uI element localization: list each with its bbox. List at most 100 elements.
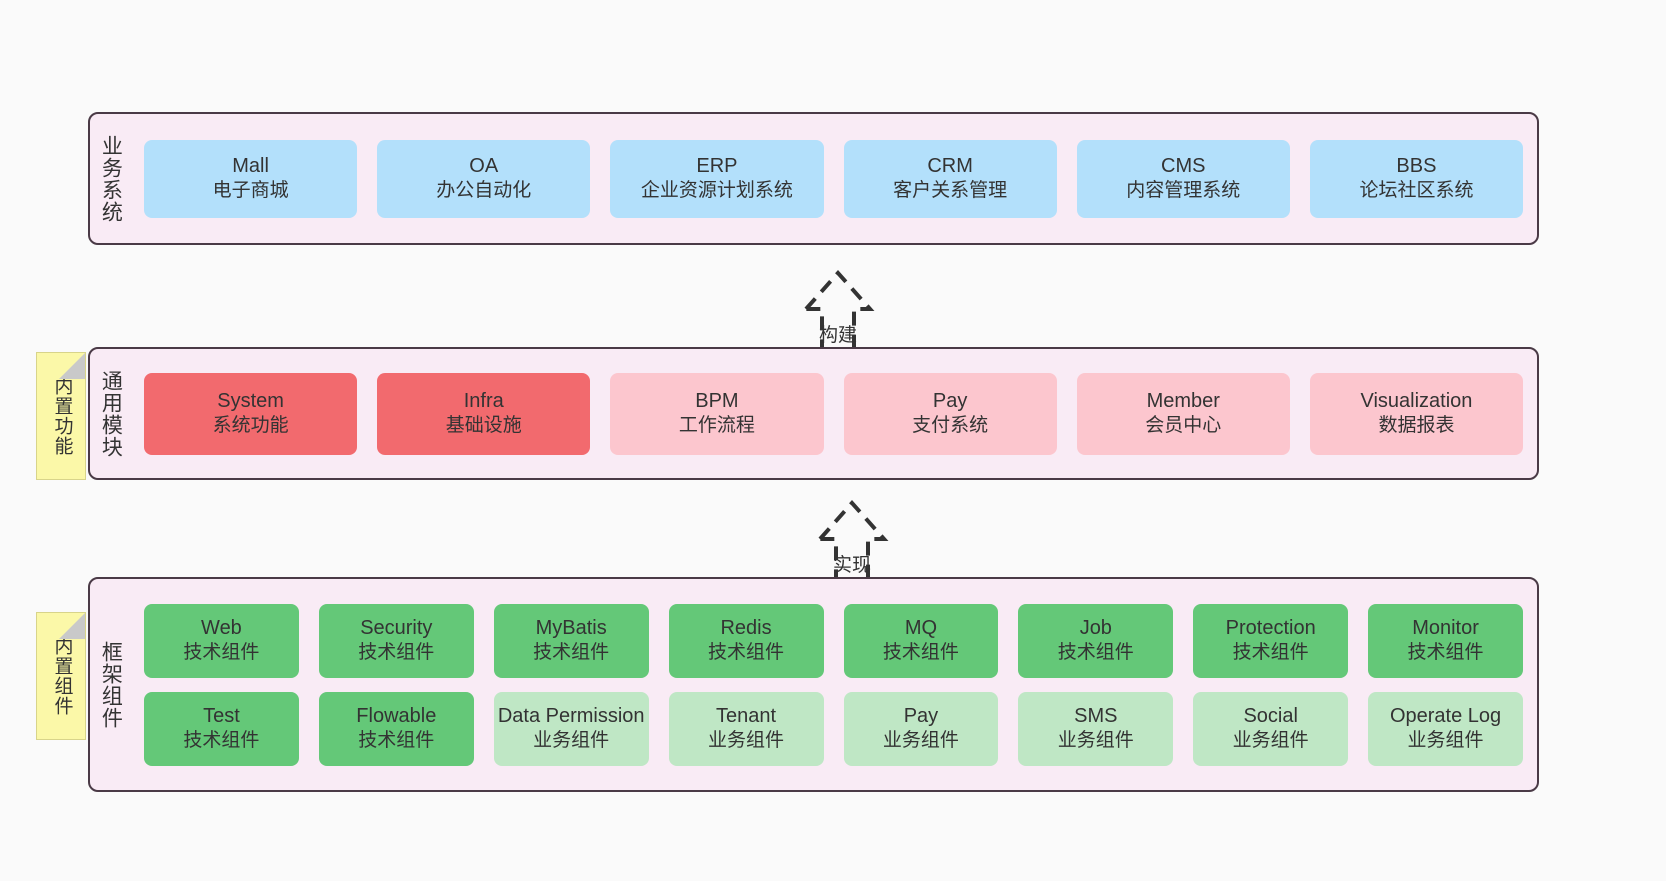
card-subtitle: 系统功能 [212, 415, 289, 437]
card-title: Test [203, 704, 240, 727]
card-pay[interactable]: Pay 支付系统 [843, 372, 1057, 455]
card-subtitle: 工作流程 [678, 415, 755, 437]
card-tenant[interactable]: Tenant 业务组件 [668, 691, 824, 766]
layer-framework-components: 框架组件 Web 技术组件 Security 技术组件 MyBatis 技术组件… [88, 577, 1539, 792]
card-subtitle: 技术组件 [1232, 642, 1309, 664]
card-title: Visualization [1360, 389, 1473, 412]
dashed-up-arrow-icon [815, 499, 889, 583]
card-subtitle: 会员中心 [1145, 415, 1222, 437]
card-title: Protection [1225, 616, 1316, 639]
card-system[interactable]: System 系统功能 [144, 372, 358, 455]
card-subtitle: 支付系统 [912, 415, 989, 437]
card-test[interactable]: Test 技术组件 [144, 691, 299, 766]
card-member[interactable]: Member 会员中心 [1076, 372, 1290, 455]
card-subtitle: 技术组件 [708, 642, 785, 664]
card-social[interactable]: Social 业务组件 [1193, 691, 1349, 766]
card-bbs[interactable]: BBS 论坛社区系统 [1309, 139, 1524, 218]
card-title: Mall [232, 154, 269, 177]
card-title: Tenant [716, 704, 777, 727]
card-mq[interactable]: MQ 技术组件 [843, 603, 999, 678]
card-operate-log[interactable]: Operate Log 业务组件 [1368, 691, 1523, 766]
card-job[interactable]: Job 技术组件 [1018, 603, 1174, 678]
card-subtitle: 技术组件 [183, 730, 260, 752]
card-oa[interactable]: OA 办公自动化 [377, 139, 591, 218]
card-subtitle: 企业资源计划系统 [640, 180, 793, 202]
card-title: Member [1146, 389, 1220, 412]
card-subtitle: 客户关系管理 [893, 180, 1008, 202]
sticky-note-label: 内置功能 [51, 376, 73, 456]
business-card-row: Mall 电子商城 OA 办公自动化 ERP 企业资源计划系统 CRM 客户关系… [144, 139, 1524, 218]
card-title: Monitor [1412, 616, 1479, 639]
layer-title-business: 业务系统 [99, 134, 123, 223]
layer-business-systems: 业务系统 Mall 电子商城 OA 办公自动化 ERP 企业资源计划系统 CRM… [88, 112, 1539, 245]
card-title: Redis [720, 616, 772, 639]
card-title: CMS [1161, 154, 1206, 177]
sticky-note-label: 内置组件 [51, 636, 73, 716]
framework-card-row-2: Test 技术组件 Flowable 技术组件 Data Permission … [144, 691, 1523, 766]
card-security[interactable]: Security 技术组件 [318, 603, 474, 678]
framework-card-row-1: Web 技术组件 Security 技术组件 MyBatis 技术组件 Redi… [144, 603, 1523, 678]
card-cms[interactable]: CMS 内容管理系统 [1076, 139, 1290, 218]
card-subtitle: 业务组件 [1057, 730, 1134, 752]
layer-title-modules: 通用模块 [99, 369, 123, 458]
sticky-note-builtin-components: 内置组件 [36, 612, 86, 740]
card-title: Infra [463, 389, 504, 412]
card-mybatis[interactable]: MyBatis 技术组件 [493, 603, 649, 678]
card-title: MQ [904, 616, 938, 639]
layer-title-framework: 框架组件 [99, 640, 123, 729]
card-title: Job [1079, 616, 1112, 639]
card-subtitle: 技术组件 [183, 642, 260, 664]
card-subtitle: 业务组件 [533, 730, 610, 752]
connector-implement-arrow: 实现 [762, 487, 942, 583]
card-title: SMS [1074, 704, 1118, 727]
card-bpm[interactable]: BPM 工作流程 [610, 372, 824, 455]
card-monitor[interactable]: Monitor 技术组件 [1368, 603, 1523, 678]
card-subtitle: 技术组件 [533, 642, 610, 664]
card-subtitle: 技术组件 [1057, 642, 1134, 664]
layer-body-framework: Web 技术组件 Security 技术组件 MyBatis 技术组件 Redi… [130, 579, 1537, 790]
card-subtitle: 技术组件 [1407, 642, 1484, 664]
card-subtitle: 数据报表 [1378, 415, 1455, 437]
card-pay-biz[interactable]: Pay 业务组件 [843, 691, 999, 766]
layer-common-modules: 通用模块 System 系统功能 Infra 基础设施 BPM 工作流程 Pay… [88, 347, 1539, 480]
layer-body-business: Mall 电子商城 OA 办公自动化 ERP 企业资源计划系统 CRM 客户关系… [130, 114, 1537, 243]
card-title: Security [360, 616, 433, 639]
card-subtitle: 业务组件 [1232, 730, 1309, 752]
card-protection[interactable]: Protection 技术组件 [1193, 603, 1349, 678]
card-subtitle: 业务组件 [708, 730, 785, 752]
card-subtitle: 业务组件 [1407, 730, 1484, 752]
card-title: Social [1243, 704, 1298, 727]
card-sms[interactable]: SMS 业务组件 [1018, 691, 1174, 766]
card-title: Pay [932, 389, 968, 412]
card-erp[interactable]: ERP 企业资源计划系统 [610, 139, 824, 218]
card-data-permission[interactable]: Data Permission 业务组件 [493, 691, 649, 766]
card-infra[interactable]: Infra 基础设施 [377, 372, 591, 455]
card-visualization[interactable]: Visualization 数据报表 [1309, 372, 1524, 455]
card-title: BBS [1396, 154, 1437, 177]
card-subtitle: 内容管理系统 [1126, 180, 1241, 202]
card-title: BPM [695, 389, 739, 412]
card-title: Data Permission [497, 704, 645, 727]
card-subtitle: 业务组件 [882, 730, 959, 752]
card-subtitle: 论坛社区系统 [1359, 180, 1474, 202]
card-title: Pay [903, 704, 939, 727]
card-title: ERP [696, 154, 738, 177]
dashed-up-arrow-icon [801, 269, 875, 353]
card-title: Web [201, 616, 242, 639]
sticky-note-builtin-functions: 内置功能 [36, 352, 86, 480]
card-title: CRM [927, 154, 973, 177]
card-subtitle: 技术组件 [358, 730, 435, 752]
card-subtitle: 技术组件 [882, 642, 959, 664]
card-subtitle: 技术组件 [358, 642, 435, 664]
card-subtitle: 电子商城 [212, 180, 289, 202]
card-crm[interactable]: CRM 客户关系管理 [843, 139, 1057, 218]
card-title: OA [469, 154, 499, 177]
card-mall[interactable]: Mall 电子商城 [144, 139, 358, 218]
card-title: MyBatis [535, 616, 607, 639]
card-flowable[interactable]: Flowable 技术组件 [318, 691, 474, 766]
card-redis[interactable]: Redis 技术组件 [668, 603, 824, 678]
card-subtitle: 办公自动化 [436, 180, 532, 202]
card-subtitle: 基础设施 [445, 415, 522, 437]
card-web[interactable]: Web 技术组件 [144, 603, 299, 678]
card-title: Operate Log [1389, 704, 1502, 727]
